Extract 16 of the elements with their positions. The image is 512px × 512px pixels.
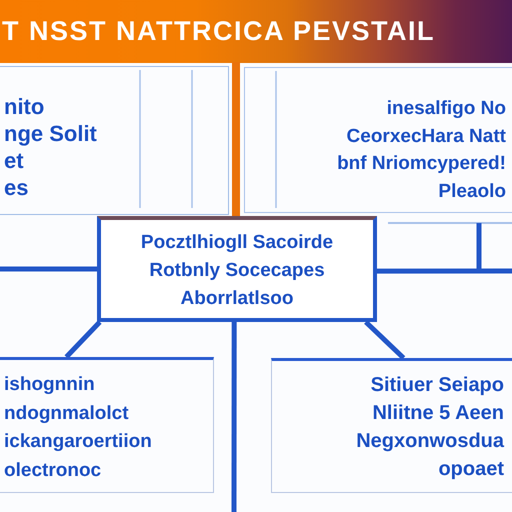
info-box xyxy=(0,357,214,493)
connector-line xyxy=(364,320,406,360)
box-text: Pocztlhiogll Sacoirde Rotbnly Socecapes Aborrlatlsoo xyxy=(140,231,334,311)
box-text: Sitiuer Seiapo Nliitne 5 Aeen Negxonwosdua opoaet xyxy=(356,373,504,482)
title-text: T NSST NATTRCICA PEVSTAIL xyxy=(2,16,435,46)
panel-box xyxy=(0,66,229,215)
central-box xyxy=(97,216,377,322)
box-text: ishognnin ndognmalolct ickangaroertiion olectronoc xyxy=(4,373,152,482)
connector-line xyxy=(0,266,97,272)
connector-line xyxy=(232,322,237,512)
connector-line xyxy=(64,320,102,359)
box-text: nito nge Solit et es xyxy=(4,93,97,201)
connector-line xyxy=(377,268,512,274)
panel-box xyxy=(244,67,512,213)
box-text: inesalfigo No CeorxecHara Natt bnf Nriomcypered! Pleaolo xyxy=(337,97,506,204)
info-box xyxy=(271,358,512,493)
